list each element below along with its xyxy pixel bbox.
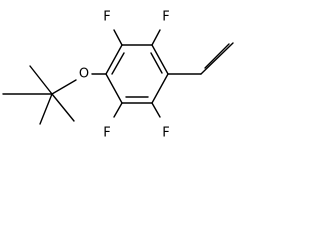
bond-oxygen-carbon [51, 79, 77, 95]
atom-label-f-bottom-right: F [162, 126, 169, 141]
ring-bond-top-right-inner [150, 52, 163, 74]
ring-bond-top-left [105, 44, 123, 75]
bond-tbu-methyl-right [51, 93, 75, 122]
ring-bond-top-right [151, 44, 169, 75]
bond-tbu-methyl-up [29, 65, 53, 95]
benzene-ring [105, 44, 169, 104]
tert-butyl-group [2, 65, 75, 125]
bond-f-top-left [113, 29, 123, 46]
ring-bond-bottom-left [105, 73, 123, 104]
bond-f-top-right [151, 29, 161, 46]
structure-diagram: F F F F O [2, 10, 234, 141]
bond-tbu-methyl-down [39, 93, 53, 125]
atom-label-f-top-right: F [162, 10, 169, 25]
vinyl-group [167, 42, 234, 75]
atom-label-oxygen: O [79, 67, 89, 82]
atom-label-f-bottom-left: F [103, 126, 110, 141]
bond-f-bottom-right [151, 102, 161, 118]
bond-f-bottom-left [113, 102, 123, 118]
bond-vinyl-double-outer [200, 42, 234, 75]
atom-label-f-top-left: F [103, 10, 110, 25]
bond-vinyl-double-inner [204, 43, 230, 69]
ring-bond-top-left-inner [111, 52, 125, 75]
ring-bond-bottom-right [151, 73, 169, 104]
